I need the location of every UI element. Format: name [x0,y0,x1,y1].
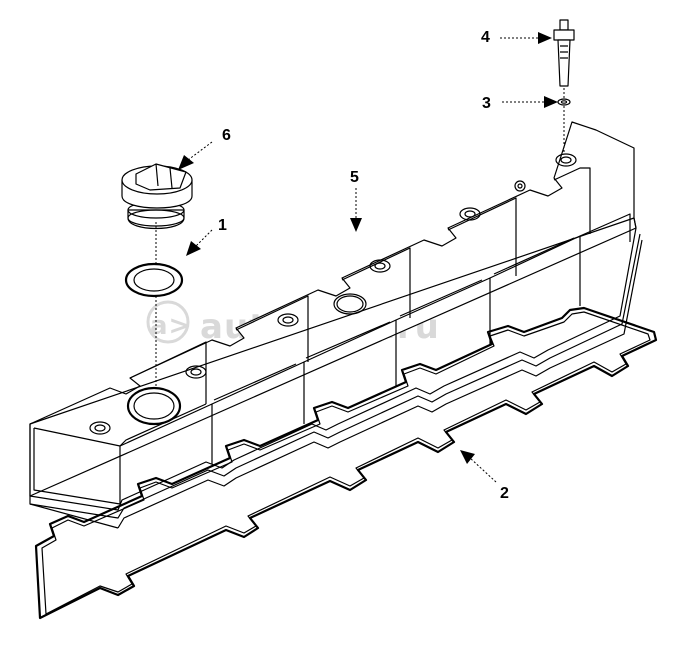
bolt-hole [369,259,391,273]
valve-cover-body [29,121,643,529]
leader-arrows [178,32,558,483]
bolt-hole [185,365,207,379]
bolt-hole [555,153,577,167]
oil-filler-opening [126,386,182,426]
breather-fitting [514,180,526,192]
filler-cap-o-ring [124,262,184,298]
watermark-logo-icon [146,300,190,344]
callout-1: 1 [218,217,227,234]
rocker-cover-gasket [34,306,658,620]
bolt-hole [277,313,299,327]
callout-2: 2 [500,485,509,502]
callout-3: 3 [482,95,491,112]
assembly-guide-lines [155,88,565,388]
watermark-logo-glyph: a> [150,311,191,341]
stud-washer [557,98,571,106]
rocker-cover-stud [553,19,575,87]
bolt-hole [459,207,481,221]
callout-6: 6 [222,127,231,144]
oil-filler-cap [121,163,193,230]
callout-4: 4 [481,29,490,46]
center-port [333,293,367,315]
callout-5: 5 [350,169,359,186]
bolt-hole [89,421,111,435]
